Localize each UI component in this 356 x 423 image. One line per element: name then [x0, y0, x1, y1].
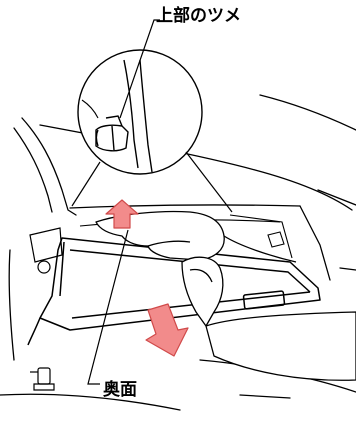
upper-tab-label: 上部のツメ: [156, 8, 241, 25]
down-arrow: [146, 304, 188, 356]
zoom-detail: [78, 50, 202, 174]
outer-hand: [182, 257, 356, 380]
back-side-label: 奥面: [103, 382, 137, 399]
lower-bolt: [30, 368, 54, 390]
